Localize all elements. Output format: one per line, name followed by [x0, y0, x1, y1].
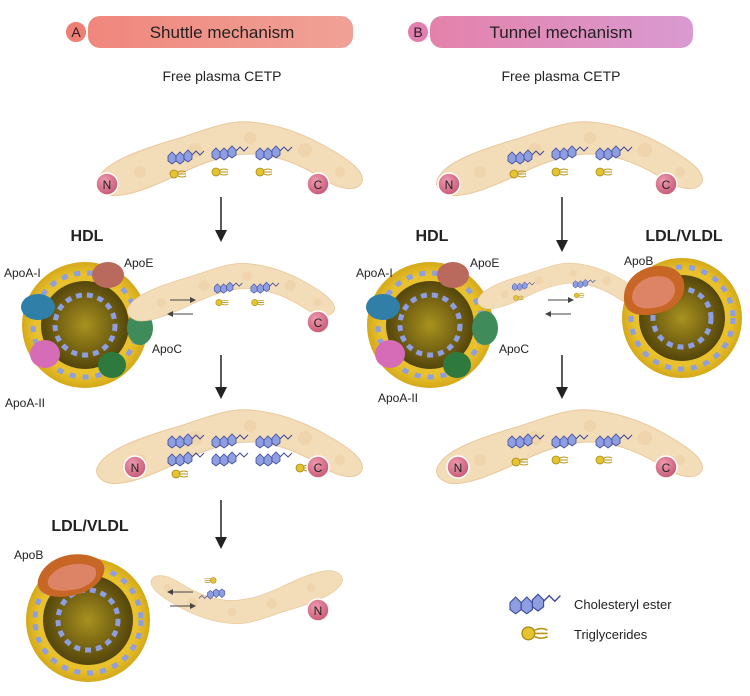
panel-b-ldl-particle [622, 258, 742, 378]
apoe-label-b: ApoE [470, 256, 499, 270]
panel-b: B Tunnel mechanism Free plasma CETP N C … [356, 16, 742, 485]
panel-a-ldl-particle [26, 554, 150, 682]
apoe-protein-b [437, 262, 469, 288]
panel-a-title: Shuttle mechanism [150, 23, 295, 42]
panel-a-subtitle: Free plasma CETP [162, 68, 281, 84]
apoe-label-a: ApoE [124, 256, 153, 270]
cholesteryl-ester-icon [509, 593, 562, 615]
n-terminal-a1-label: N [103, 178, 112, 192]
apoc-label-a: ApoC [152, 342, 182, 356]
apoa1-protein-a [21, 294, 55, 320]
apob-label-a: ApoB [14, 548, 43, 562]
apob-label-b: ApoB [624, 254, 653, 268]
c-terminal-a1 [306, 172, 330, 196]
apoc-label-b: ApoC [499, 342, 529, 356]
apoc-protein-b [472, 311, 498, 345]
n-terminal-a1 [95, 172, 119, 196]
panel-a-letter: A [71, 24, 81, 40]
triglyceride-icon [521, 626, 549, 641]
panel-b-title: Tunnel mechanism [490, 23, 633, 42]
apoc2-protein-a [98, 352, 126, 378]
apoe-protein-a [92, 262, 124, 288]
panel-b-cetp-bridge [477, 262, 643, 310]
panel-b-hdl-label: HDL [416, 228, 449, 245]
n-terminal-a3-label: N [131, 461, 140, 475]
n-terminal-a4-label: N [314, 604, 323, 618]
c-terminal-b1 [654, 172, 678, 196]
n-terminal-b1-label: N [445, 178, 454, 192]
apoa2-label-a: ApoA-II [5, 396, 45, 410]
c-terminal-b3-label: C [662, 461, 671, 475]
panel-b-letter: B [413, 24, 422, 40]
apoa2-protein-b [375, 340, 405, 368]
n-terminal-b3 [446, 455, 470, 479]
panel-a-banner [88, 16, 353, 48]
apoa1-protein-b [366, 294, 400, 320]
n-terminal-b3-label: N [454, 461, 463, 475]
panel-a-hdl-particle [21, 262, 153, 388]
n-terminal-a3 [123, 455, 147, 479]
c-terminal-a3-label: C [314, 461, 323, 475]
legend: Cholesteryl ester Triglycerides [509, 593, 672, 642]
c-terminal-a2 [306, 310, 330, 334]
apoa1-label-a: ApoA-I [4, 266, 41, 280]
panel-b-banner [430, 16, 693, 48]
apoc2-protein-b [443, 352, 471, 378]
panel-b-subtitle: Free plasma CETP [501, 68, 620, 84]
panel-a-cetp-hdl [126, 262, 336, 322]
apoa2-protein-a [30, 340, 60, 368]
panel-b-ldl-label: LDL/VLDL [645, 228, 723, 245]
apoa1-label-b: ApoA-I [356, 266, 393, 280]
legend-triglycerides-label: Triglycerides [574, 627, 648, 642]
panel-a-ldl-label: LDL/VLDL [51, 518, 129, 535]
c-terminal-a3 [306, 455, 330, 479]
panel-a: A Shuttle mechanism Free plasma CETP N C… [4, 16, 363, 682]
c-terminal-b1-label: C [662, 178, 671, 192]
legend-cholesteryl-ester-label: Cholesteryl ester [574, 597, 672, 612]
panel-a-hdl-label: HDL [71, 228, 104, 245]
n-terminal-b1 [437, 172, 461, 196]
c-terminal-b3 [654, 455, 678, 479]
c-terminal-a2-label: C [314, 316, 323, 330]
c-terminal-a1-label: C [314, 178, 323, 192]
apoa2-label-b: ApoA-II [378, 391, 418, 405]
panel-b-badge [406, 20, 430, 44]
panel-a-badge [64, 20, 88, 44]
panel-b-hdl-particle [366, 262, 498, 388]
n-terminal-a4 [306, 598, 330, 622]
